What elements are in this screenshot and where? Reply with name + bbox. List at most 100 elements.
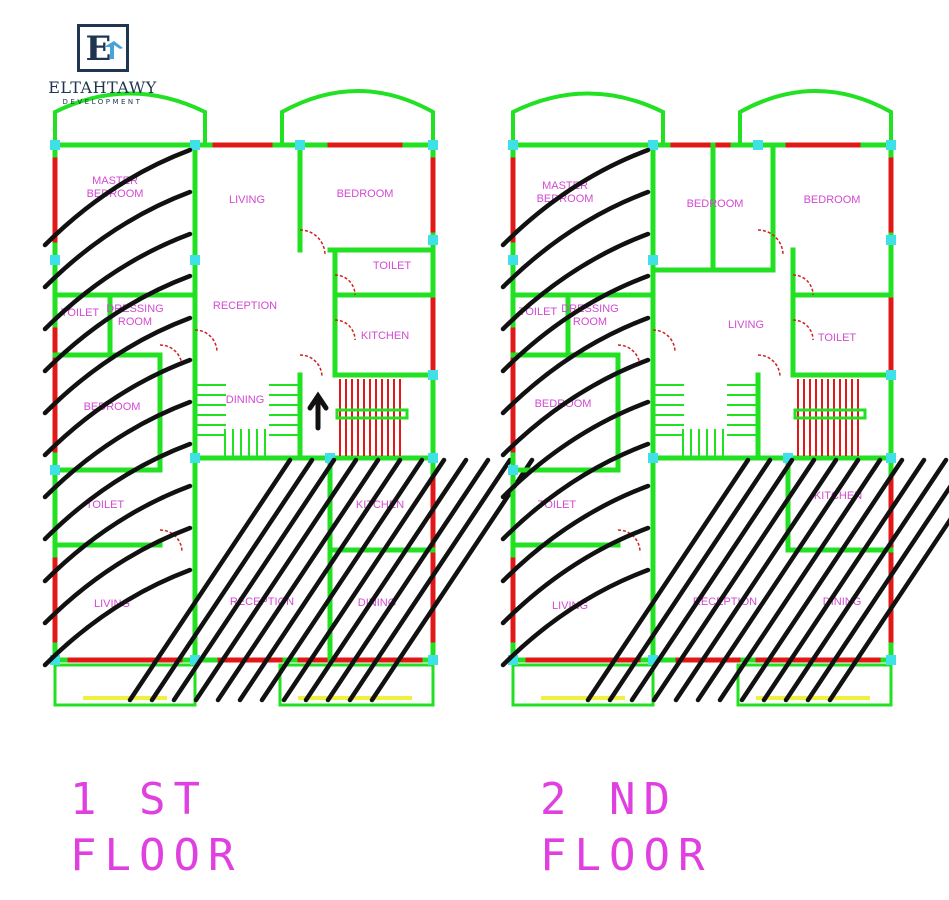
scribble-stroke (42, 147, 193, 248)
column (886, 140, 896, 150)
room-label: LIVING (728, 319, 764, 331)
scribble-stroke (42, 441, 193, 542)
scribble-stroke (127, 457, 293, 703)
scribble-stroke (42, 273, 193, 374)
scribble-stroke (500, 231, 651, 332)
scribble-stroke (303, 457, 469, 703)
room-label: BEDROOM (804, 194, 861, 206)
column (648, 140, 658, 150)
column (190, 655, 200, 665)
door-swing (757, 354, 781, 378)
door-swing (194, 329, 218, 353)
scribble-stroke (651, 457, 817, 703)
bay-window (280, 89, 435, 145)
column (428, 370, 438, 380)
room-label: BEDROOM (687, 198, 744, 210)
column (428, 453, 438, 463)
scribble-stroke (42, 483, 193, 584)
bay-window (53, 91, 207, 145)
scribble-stroke (805, 484, 949, 703)
door-swing (792, 274, 814, 296)
column (428, 235, 438, 245)
door-swing (299, 354, 323, 378)
room-label-line: ROOM (573, 316, 607, 328)
room-label: LIVING (94, 598, 130, 610)
scribble-stroke (149, 457, 315, 703)
balcony (511, 663, 655, 707)
arrow-icon (307, 391, 329, 431)
room-label: RECEPTION (213, 300, 277, 312)
scribble-stroke (193, 457, 359, 703)
column (295, 140, 305, 150)
scribble-stroke (500, 273, 651, 374)
door-swing (792, 319, 814, 341)
scribble-stroke (673, 457, 839, 703)
room-label: BEDROOM (337, 188, 394, 200)
column (428, 140, 438, 150)
scribble-stroke (607, 457, 773, 703)
floor-1-title-line2: FLOOR (70, 830, 243, 881)
column (886, 370, 896, 380)
column (648, 655, 658, 665)
scribble-stroke (500, 483, 651, 584)
scribble-stroke (717, 457, 883, 703)
room-label: TOILET (818, 332, 857, 344)
scribble-stroke (500, 147, 651, 248)
column (190, 255, 200, 265)
scribble-stroke (237, 457, 403, 703)
column (508, 140, 518, 150)
column (50, 140, 60, 150)
column (428, 655, 438, 665)
column (886, 655, 896, 665)
scribble-stroke (739, 457, 905, 703)
column (190, 453, 200, 463)
scribble-stroke (42, 525, 193, 626)
scribble-stroke (500, 315, 651, 416)
scribble-stroke (827, 517, 949, 703)
column (508, 255, 518, 265)
scribble-stroke (500, 399, 651, 500)
scribble-stroke (347, 457, 513, 703)
column (508, 655, 518, 665)
column (190, 140, 200, 150)
room-label: TOILET (61, 307, 100, 319)
door-swing (334, 319, 356, 341)
column (648, 255, 658, 265)
logo-tagline: DEVELOPMENT (62, 98, 143, 106)
scribble-stroke (42, 567, 193, 668)
room-label: DINING (226, 394, 265, 406)
logo-name: ELTAHTAWY (48, 78, 157, 97)
scribble-stroke (215, 457, 381, 703)
scribble-stroke (42, 357, 193, 458)
room-label: LIVING (229, 194, 265, 206)
floor-2-title-line2: FLOOR (540, 830, 713, 881)
balcony (53, 663, 197, 707)
balcony (278, 663, 435, 707)
room-label: KITCHEN (361, 330, 409, 342)
scribble-stroke (500, 441, 651, 542)
roof-icon (103, 41, 123, 59)
bay-window (738, 89, 893, 145)
bay-window (511, 91, 665, 145)
column (783, 453, 793, 463)
door-swing (652, 329, 676, 353)
floor-1-title-line1: 1 ST (70, 774, 208, 825)
logo-mark: E (76, 24, 129, 72)
scribble-stroke (500, 567, 651, 668)
column (50, 465, 60, 475)
room-label-line: ROOM (118, 316, 152, 328)
room-label-line: MASTER (92, 175, 138, 187)
room-label: TOILET (519, 306, 558, 318)
column (753, 140, 763, 150)
balcony (736, 663, 893, 707)
scribble-stroke (585, 457, 751, 703)
column (886, 235, 896, 245)
company-logo: E ELTAHTAWY DEVELOPMENT (40, 24, 165, 106)
door-swing (159, 529, 183, 553)
room-label: TOILET (86, 499, 125, 511)
scribble-stroke (42, 189, 193, 290)
floor-2-title-line1: 2 ND (540, 774, 678, 825)
scribble-stroke (629, 457, 795, 703)
